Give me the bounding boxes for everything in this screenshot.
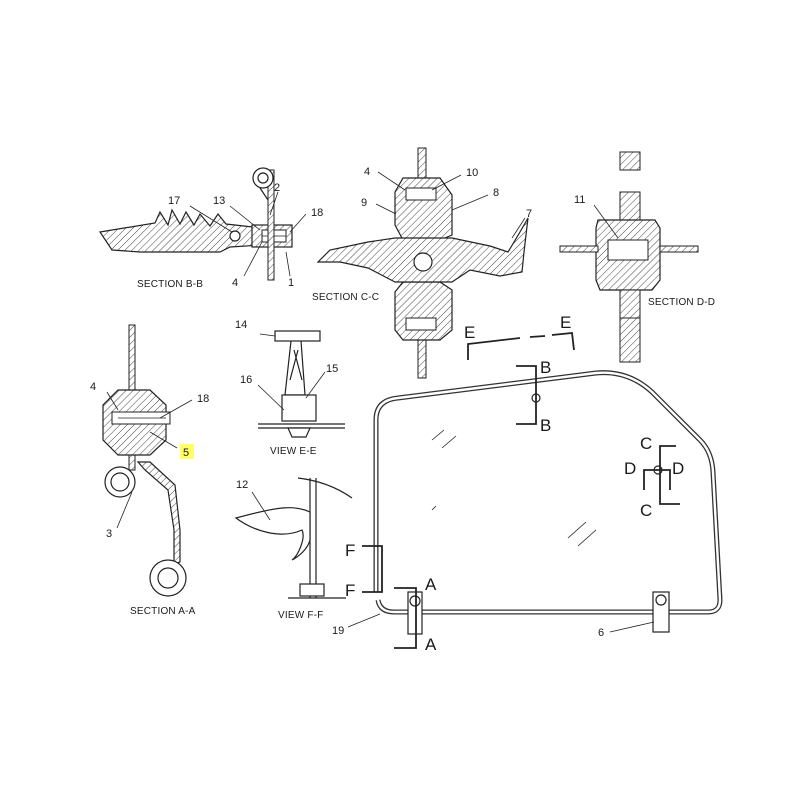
cut-letter-e-2: E — [560, 313, 571, 332]
callout-10: 10 — [466, 167, 478, 179]
cut-letter-f-2: F — [345, 581, 355, 600]
section-c-c-drawing — [316, 147, 529, 379]
callout-2: 2 — [274, 182, 280, 194]
view-f-f-drawing — [234, 477, 353, 599]
section-b-b-drawing — [98, 167, 307, 281]
highlight-box-5 — [180, 444, 194, 459]
cut-line-c — [659, 445, 680, 505]
callout-12: 12 — [236, 479, 248, 491]
cut-letter-c-2: C — [640, 501, 652, 520]
cut-line-f — [362, 545, 383, 593]
section-d-d-label: SECTION D-D — [648, 297, 715, 308]
cut-letter-d-1: D — [624, 459, 636, 478]
callout-14: 14 — [235, 319, 247, 331]
cut-letter-a-2: A — [425, 635, 437, 654]
callout-13: 13 — [213, 195, 225, 207]
callout-5[interactable]: 5 — [183, 447, 189, 459]
view-f-f-label: VIEW F-F — [278, 610, 323, 621]
section-a-a-drawing — [102, 324, 193, 597]
callout-3: 3 — [106, 528, 112, 540]
callout-8: 8 — [493, 187, 499, 199]
cut-letter-b-1: B — [540, 358, 551, 377]
section-b-b-label: SECTION B-B — [137, 279, 203, 290]
cut-line-b — [516, 365, 537, 425]
window-frame — [347, 370, 723, 635]
cut-letter-a-1: A — [425, 575, 437, 594]
callout-7: 7 — [526, 208, 532, 220]
callout-9: 9 — [361, 197, 367, 209]
cut-letter-b-2: B — [540, 416, 551, 435]
callout-11: 11 — [574, 194, 585, 206]
cut-line-a — [394, 587, 417, 649]
callout-4-a: 4 — [90, 381, 96, 393]
callout-18-b: 18 — [311, 207, 323, 219]
callout-6: 6 — [598, 627, 604, 639]
callout-17: 17 — [168, 195, 180, 207]
callout-4-c: 4 — [364, 166, 370, 178]
section-a-a-label: SECTION A-A — [130, 606, 196, 617]
cut-letter-d-2: D — [672, 459, 684, 478]
view-e-e-drawing — [257, 330, 345, 438]
callout-4-b: 4 — [232, 277, 238, 289]
cut-letter-e-1: E — [464, 323, 475, 342]
callout-1: 1 — [288, 277, 294, 289]
callout-15: 15 — [326, 363, 338, 375]
cut-letter-c-1: C — [640, 434, 652, 453]
section-c-c-label: SECTION C-C — [312, 292, 379, 303]
callout-19: 19 — [332, 625, 344, 637]
cut-letter-f-1: F — [345, 541, 355, 560]
view-e-e-label: VIEW E-E — [270, 446, 317, 457]
section-d-d-drawing — [559, 151, 699, 363]
cut-line-d — [643, 469, 671, 490]
callout-16: 16 — [240, 374, 252, 386]
cut-line-e — [467, 332, 575, 360]
callout-18-a: 18 — [197, 393, 209, 405]
